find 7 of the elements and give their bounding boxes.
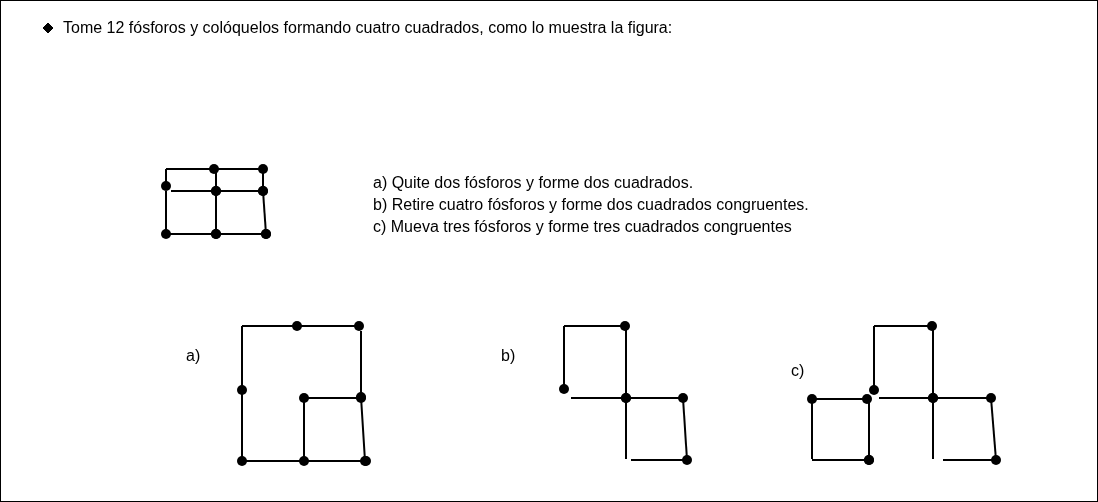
instruction-text: Tome 12 fósforos y colóquelos formando cuatro cuadrados, como lo muestra la figura: — [63, 18, 673, 38]
figure-label: a) — [186, 346, 201, 366]
question-text: a) Quite dos fósforos y forme dos cuadrados. — [373, 173, 694, 193]
figure-label: b) — [501, 346, 516, 366]
question-text: b) Retire cuatro fósforos y forme dos cuadrados congruentes. — [373, 195, 809, 215]
figure-label: c) — [791, 361, 805, 381]
question-text: c) Mueva tres fósforos y forme tres cuadrados congruentes — [373, 217, 792, 237]
